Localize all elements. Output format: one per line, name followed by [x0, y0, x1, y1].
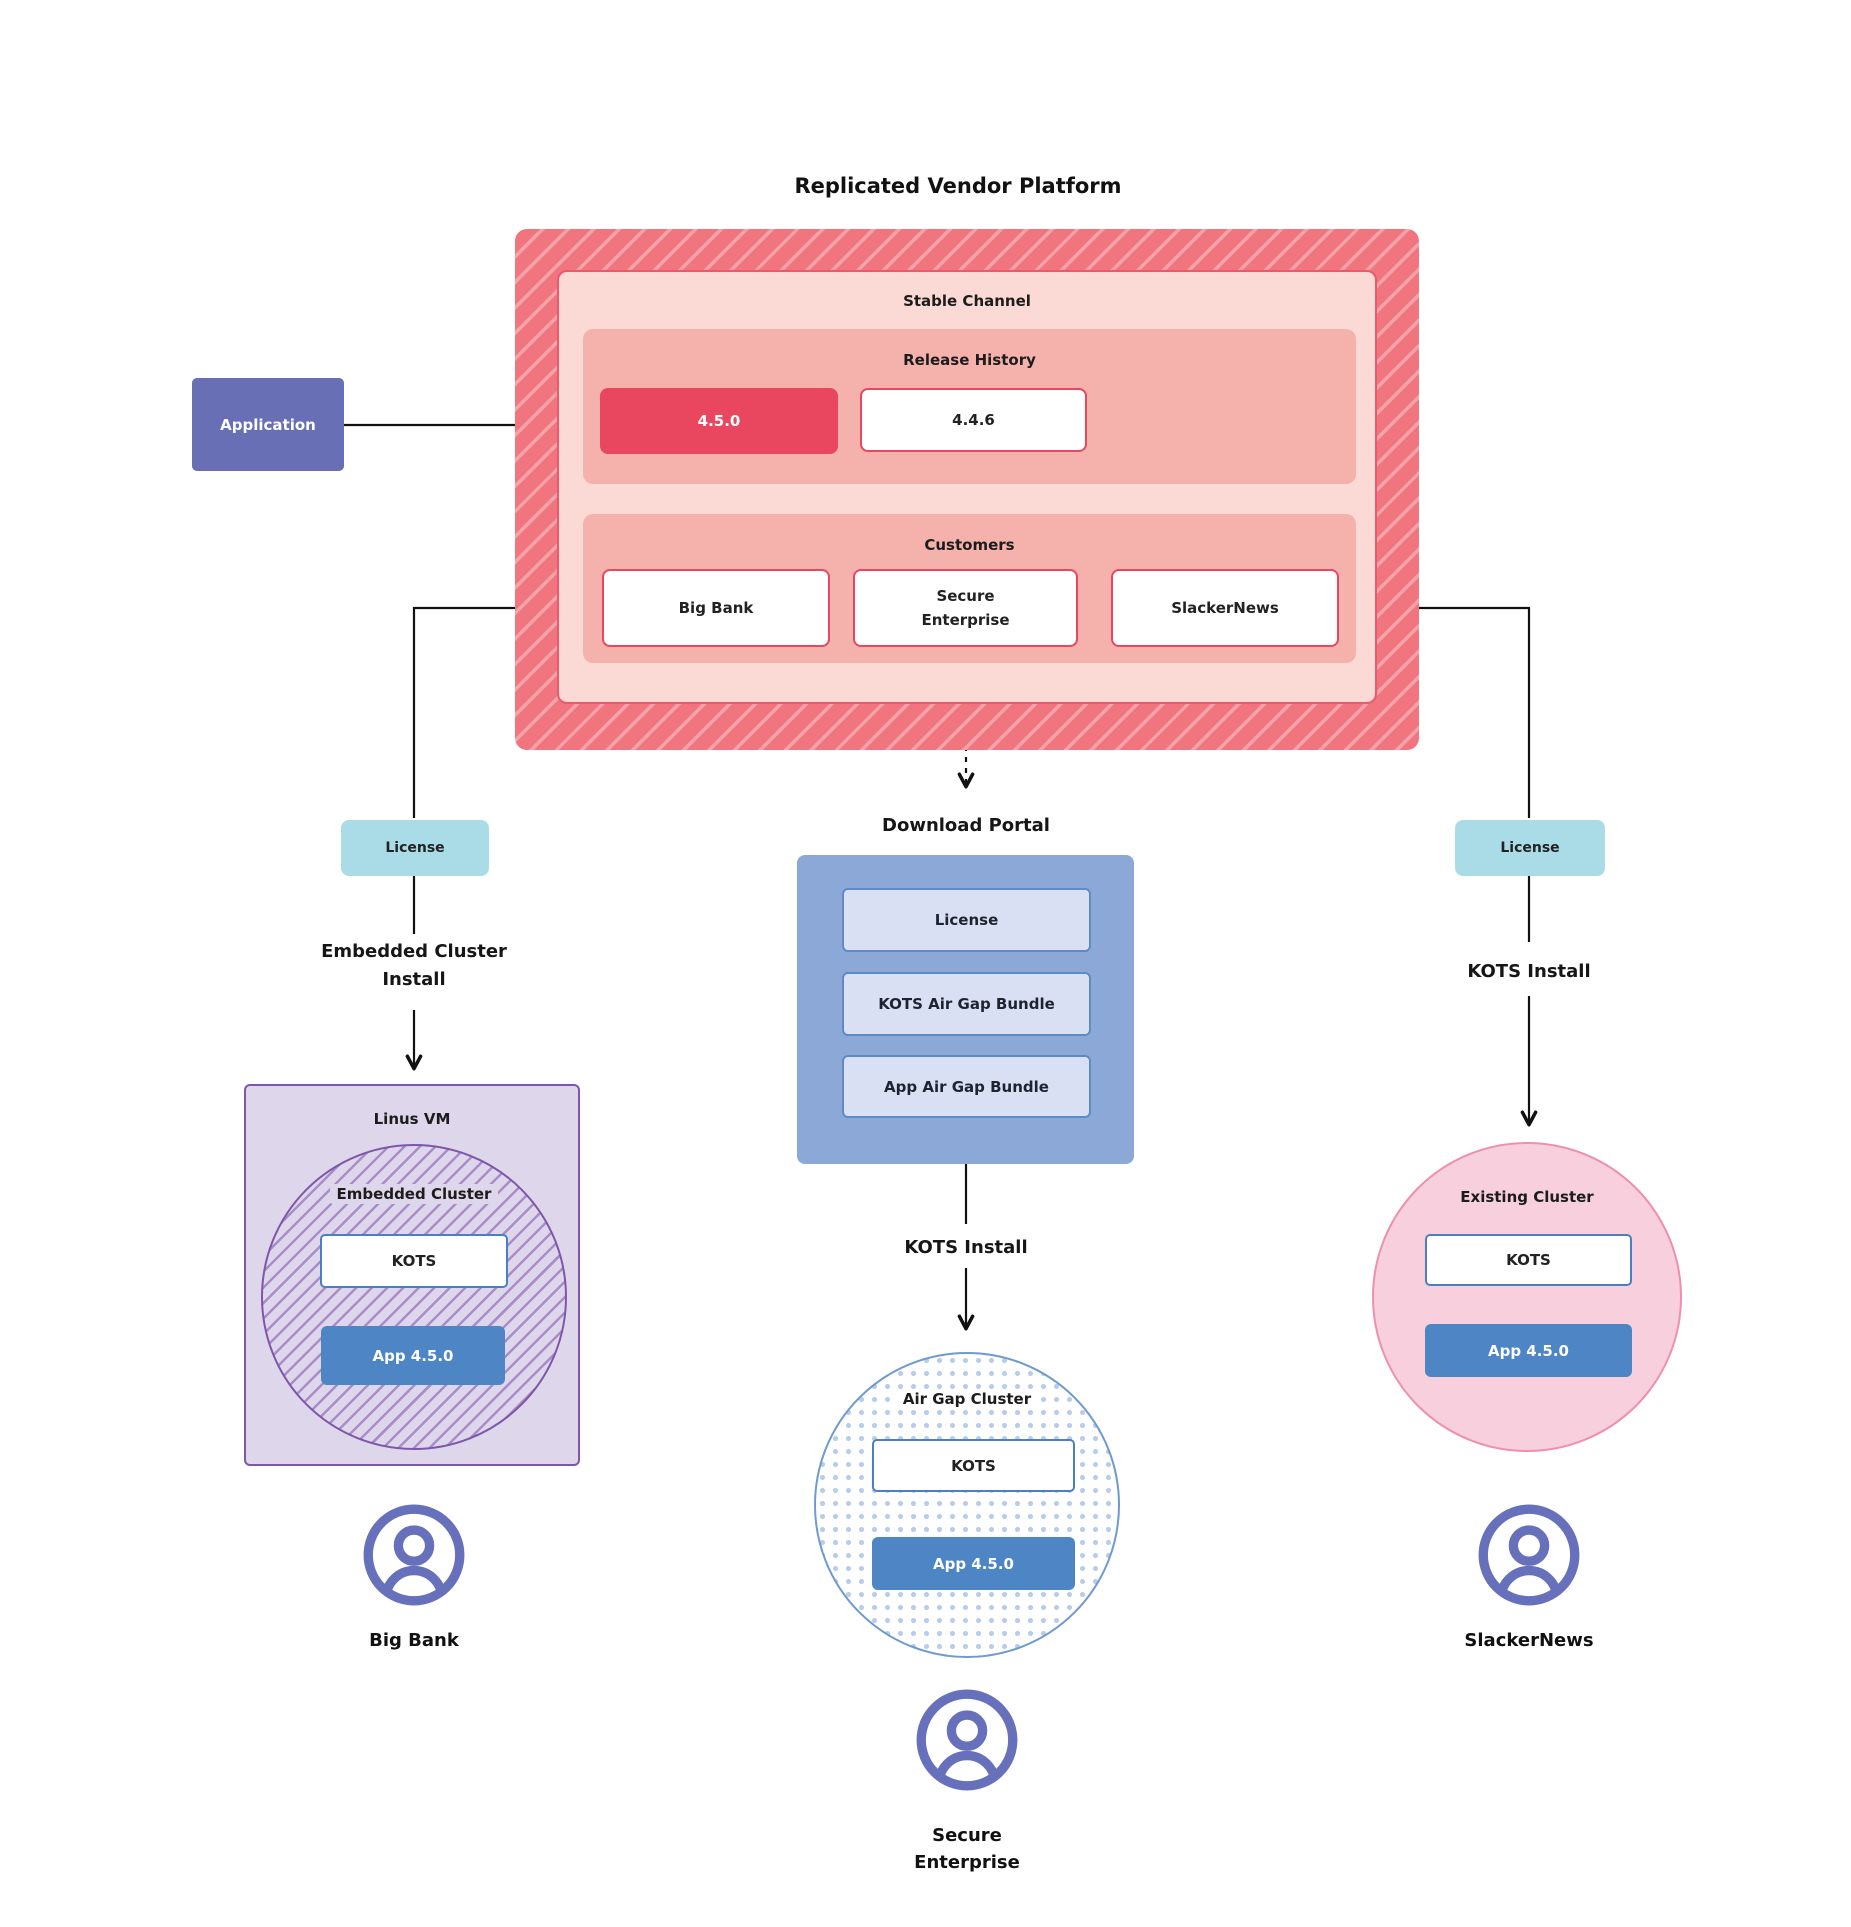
linus-vm-label: Linus VM	[373, 1110, 451, 1128]
page-title: Replicated Vendor Platform	[794, 174, 1122, 198]
customers-label: Customers	[924, 536, 1015, 554]
customer-box-slackernews[interactable]: SlackerNews	[1111, 569, 1339, 647]
kots-install-label-right: KOTS Install	[1467, 961, 1591, 982]
stable-channel-label: Stable Channel	[903, 292, 1031, 310]
customer-box-secure-enterprise[interactable]: Secure Enterprise	[853, 569, 1078, 647]
portal-item-app-air-gap-bundle[interactable]: App Air Gap Bundle	[842, 1055, 1091, 1118]
embedded-cluster-install-label: Embedded Cluster Install	[321, 941, 507, 990]
air-gap-cluster-label: Air Gap Cluster	[829, 1389, 1105, 1409]
application-box[interactable]: Application	[192, 378, 344, 471]
license-chip-right: License	[1455, 820, 1605, 876]
portal-item-license[interactable]: License	[842, 888, 1091, 952]
user-icon	[362, 1503, 466, 1607]
kots-box-middle[interactable]: KOTS	[872, 1439, 1075, 1492]
user-icon	[915, 1688, 1019, 1792]
release-version-current[interactable]: 4.5.0	[600, 388, 838, 454]
existing-cluster-circle	[1372, 1142, 1682, 1452]
embedded-cluster-label: Embedded Cluster	[276, 1184, 552, 1204]
secure-enterprise-user-label: Secure Enterprise	[914, 1825, 1020, 1873]
download-portal-label: Download Portal	[882, 815, 1050, 836]
license-chip-left: License	[341, 820, 489, 876]
customer-box-secure-enterprise-label: Secure Enterprise	[921, 587, 1010, 629]
slackernews-user-label: SlackerNews	[1464, 1630, 1594, 1651]
kots-box-right[interactable]: KOTS	[1425, 1234, 1632, 1286]
app-box-middle[interactable]: App 4.5.0	[872, 1537, 1075, 1590]
kots-install-label-middle: KOTS Install	[904, 1237, 1028, 1258]
user-icon	[1477, 1503, 1581, 1607]
release-history-label: Release History	[903, 351, 1036, 369]
app-box-left[interactable]: App 4.5.0	[321, 1326, 505, 1385]
kots-box-left[interactable]: KOTS	[320, 1234, 508, 1288]
customer-box-big-bank[interactable]: Big Bank	[602, 569, 830, 647]
existing-cluster-label: Existing Cluster	[1460, 1188, 1594, 1206]
portal-item-kots-air-gap-bundle[interactable]: KOTS Air Gap Bundle	[842, 972, 1091, 1036]
app-box-right[interactable]: App 4.5.0	[1425, 1324, 1632, 1377]
big-bank-user-label: Big Bank	[369, 1630, 459, 1651]
release-version-previous[interactable]: 4.4.6	[860, 388, 1087, 452]
